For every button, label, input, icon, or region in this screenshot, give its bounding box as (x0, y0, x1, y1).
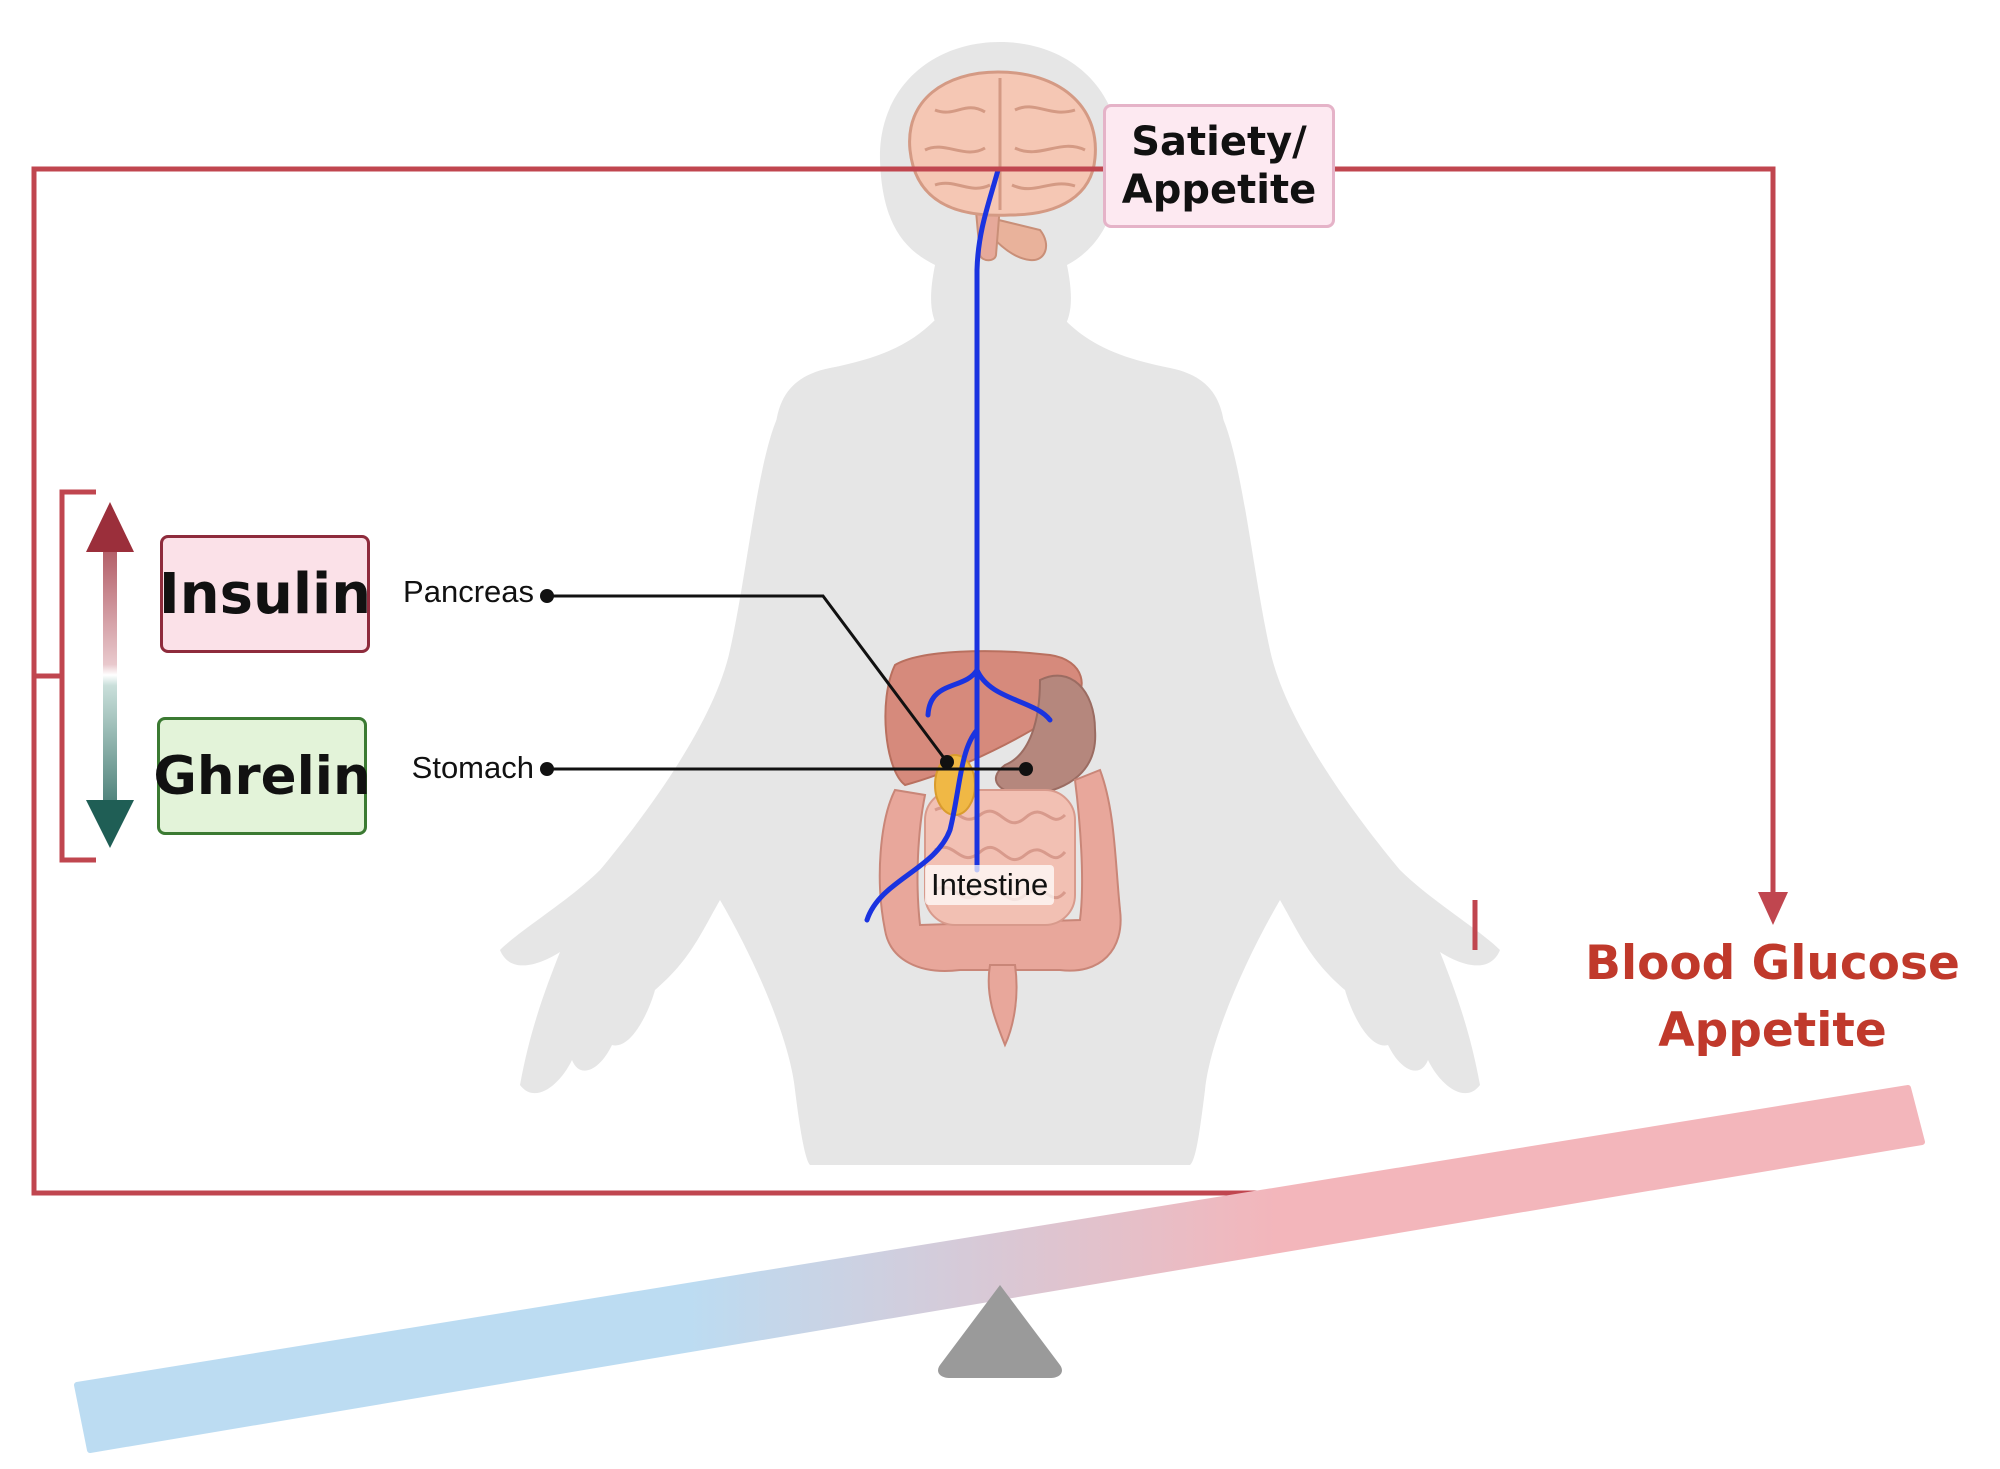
loop-arrowhead-down (1758, 892, 1788, 925)
pancreas-dot-right (940, 755, 954, 769)
pancreas-label: Pancreas (403, 574, 534, 609)
arrow-down-head (86, 800, 134, 848)
up-down-arrow-icon (86, 502, 134, 848)
pointer-dots (540, 589, 1033, 776)
brain-cerebrum (908, 70, 1097, 217)
brain-icon (908, 70, 1097, 262)
satiety-label-line1: Satiety/ (1131, 119, 1307, 165)
brain-folds (924, 78, 1086, 210)
satiety-appetite-box: Satiety/ Appetite (1103, 104, 1335, 228)
arrow-up-head (86, 502, 134, 552)
outcome-label: Blood Glucose Appetite (1545, 930, 2000, 1064)
intestine-label: Intestine (925, 865, 1055, 905)
rectum-icon (987, 964, 1018, 1048)
fulcrum-icon (938, 1285, 1062, 1378)
organ-pointers (547, 594, 1026, 771)
nerve-lower-branch (864, 727, 980, 923)
ghrelin-label: Ghrelin (153, 745, 371, 807)
feedback-loop (31, 166, 1776, 1196)
stomach-dot-right (1019, 762, 1033, 776)
silhouette-left-arm (500, 400, 805, 1094)
balance-beam (74, 1085, 1925, 1453)
loop-top-right (1335, 166, 1776, 900)
ghrelin-box: Ghrelin (153, 717, 371, 835)
insulin-box: Insulin (158, 535, 372, 653)
up-down-arrow-shaft (103, 540, 117, 810)
loop-left-and-bottom (31, 166, 1480, 1196)
silhouette-right-arm (1195, 400, 1500, 1094)
outcome-line-appetite: Appetite (1658, 1003, 1887, 1058)
vagus-nerve (864, 167, 1053, 923)
nerve-main (974, 167, 1001, 873)
nerve-right-branch (974, 667, 1053, 723)
pancreas-dot-left (540, 589, 554, 603)
pancreas-pointer (547, 594, 949, 763)
hormone-bracket (34, 489, 96, 863)
satiety-label-line2: Appetite (1121, 167, 1317, 213)
stomach-label: Stomach (411, 750, 534, 785)
stomach-dot-left (540, 762, 554, 776)
outcome-line-blood-glucose: Blood Glucose (1585, 936, 1960, 991)
nerve-left-branch (925, 667, 980, 718)
insulin-label: Insulin (158, 561, 372, 627)
